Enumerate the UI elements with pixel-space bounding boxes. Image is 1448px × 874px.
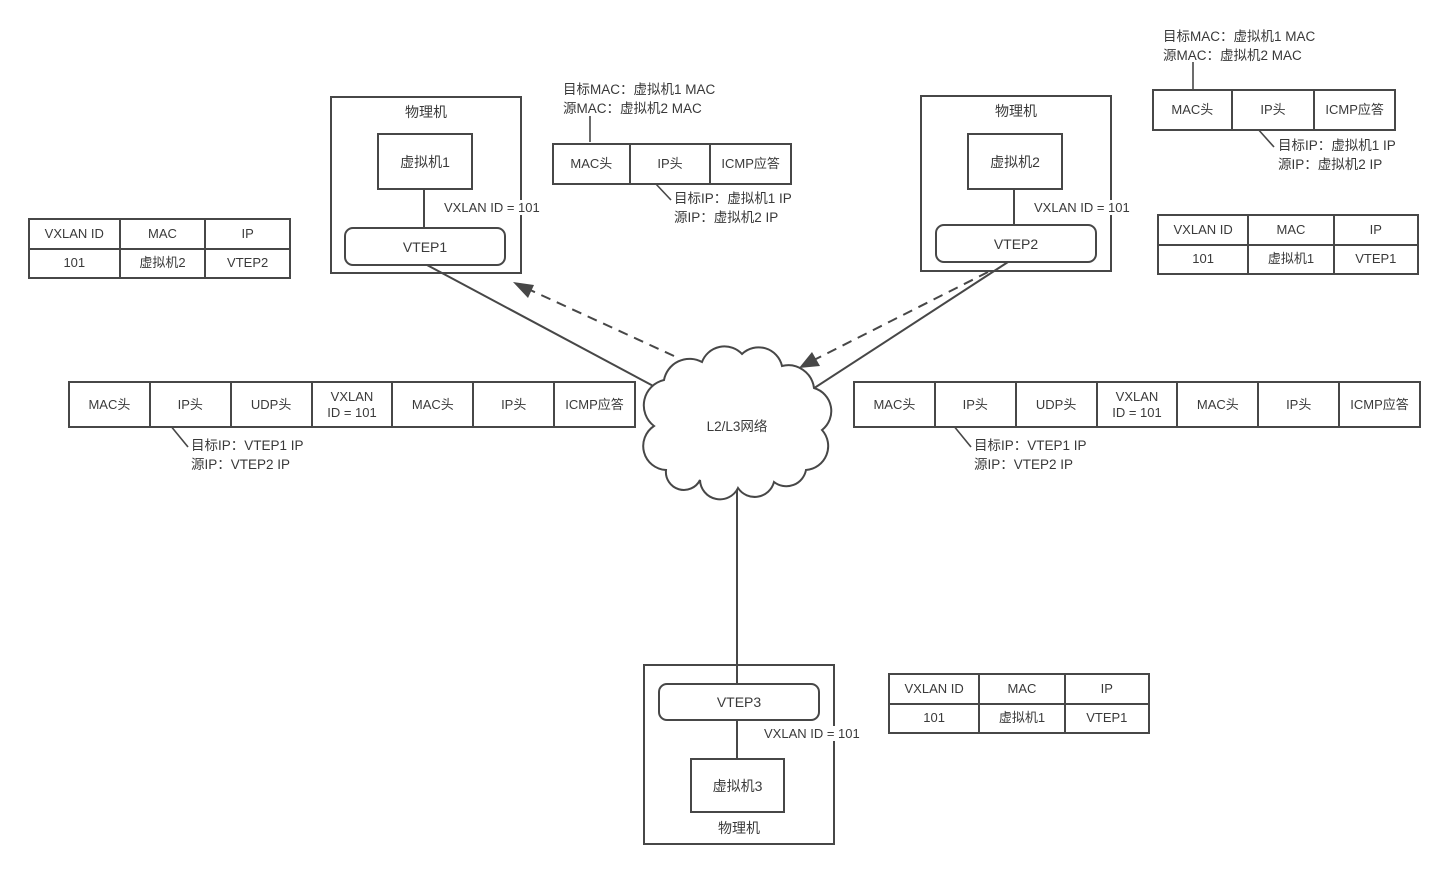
outer-right-note: 目标IP：VTEP1 IP 源IP：VTEP2 IP: [974, 436, 1087, 474]
cloud-shape: [642, 345, 833, 501]
inner-right-note-top: 目标MAC：虚拟机1 MAC 源MAC：虚拟机2 MAC: [1163, 27, 1315, 65]
inner-right-note-bottom-line1: 目标IP：虚拟机1 IP: [1278, 138, 1396, 153]
outer-packet-left: MAC头 IP头 UDP头 VXLAN ID = 101 MAC头 IP头 IC…: [68, 381, 636, 428]
map-bottom-h1: MAC: [980, 675, 1064, 703]
vtep1-cloud-link: [426, 264, 673, 397]
outer-left-cell-mac2: MAC头: [393, 383, 473, 426]
physical-machine-bottom: 物理机: [643, 664, 835, 845]
outer-left-note: 目标IP：VTEP1 IP 源IP：VTEP2 IP: [191, 436, 304, 474]
inner-left-note-top-line2: 源MAC：虚拟机2 MAC: [563, 101, 702, 116]
inner-left-cell-icmp: ICMP应答: [711, 145, 790, 183]
map-left-h0: VXLAN ID: [30, 220, 119, 248]
map-bottom-v2: VTEP1: [1065, 704, 1148, 732]
vxlan-id-label-bottom: VXLAN ID = 101: [761, 726, 863, 741]
vm2-box: 虚拟机2: [967, 133, 1063, 190]
mapping-table-right: VXLAN ID MAC IP 101 虚拟机1 VTEP1: [1157, 214, 1419, 275]
outer-right-note-line1: 目标IP：VTEP1 IP: [974, 438, 1087, 453]
leader-inner-left-bottom: [654, 182, 672, 201]
inner-right-note-top-line2: 源MAC：虚拟机2 MAC: [1163, 48, 1302, 63]
inner-left-note-bottom-line2: 源IP：虚拟机2 IP: [674, 210, 779, 225]
map-bottom-h2: IP: [1065, 675, 1148, 703]
outer-right-cell-mac2: MAC头: [1178, 383, 1258, 426]
inner-left-note-top-line1: 目标MAC：虚拟机1 MAC: [563, 82, 716, 97]
outer-right-cell-udp: UDP头: [1016, 383, 1096, 426]
vtep3-box: VTEP3: [658, 683, 820, 721]
leader-inner-right-bottom: [1256, 127, 1275, 148]
vxlan-id-label-right: VXLAN ID = 101: [1031, 200, 1133, 215]
machine-right-title: 物理机: [995, 103, 1037, 119]
machine-left-title: 物理机: [405, 104, 447, 120]
vm1-box: 虚拟机1: [377, 133, 473, 190]
map-right-v2: VTEP1: [1334, 245, 1417, 273]
inner-right-note-top-line1: 目标MAC：虚拟机1 MAC: [1163, 29, 1316, 44]
outer-right-cell-icmp: ICMP应答: [1340, 383, 1419, 426]
mapping-table-left: VXLAN ID MAC IP 101 虚拟机2 VTEP2: [28, 218, 291, 279]
map-right-h1: MAC: [1249, 216, 1333, 244]
outer-right-cell-ip2: IP头: [1259, 383, 1339, 426]
inner-left-cell-ip: IP头: [630, 145, 710, 183]
reply-arrow-to-cloud: [811, 271, 989, 362]
map-left-v0: 101: [30, 249, 119, 277]
physical-machine-left: 物理机: [330, 96, 522, 274]
inner-left-cell-mac: MAC头: [554, 145, 629, 183]
map-left-h2: IP: [206, 220, 289, 248]
map-left-v1: 虚拟机2: [120, 249, 205, 277]
map-right-h0: VXLAN ID: [1159, 216, 1248, 244]
outer-left-note-line1: 目标IP：VTEP1 IP: [191, 438, 304, 453]
map-left-h1: MAC: [120, 220, 205, 248]
map-right-v0: 101: [1159, 245, 1248, 273]
inner-right-note-bottom: 目标IP：虚拟机1 IP 源IP：虚拟机2 IP: [1278, 136, 1396, 174]
inner-right-note-bottom-line2: 源IP：虚拟机2 IP: [1278, 157, 1383, 172]
outer-left-cell-mac1: MAC头: [70, 383, 149, 426]
map-bottom-v0: 101: [890, 704, 979, 732]
inner-left-note-top: 目标MAC：虚拟机1 MAC 源MAC：虚拟机2 MAC: [563, 80, 715, 118]
leader-outer-left: [169, 424, 189, 448]
map-bottom-v1: 虚拟机1: [980, 704, 1064, 732]
outer-left-cell-vxlan: VXLAN ID = 101: [312, 383, 392, 426]
mapping-table-bottom: VXLAN ID MAC IP 101 虚拟机1 VTEP1: [888, 673, 1150, 734]
reply-arrow-to-vtep1: [527, 288, 675, 357]
outer-packet-right: MAC头 IP头 UDP头 VXLAN ID = 101 MAC头 IP头 IC…: [853, 381, 1421, 428]
inner-packet-left: MAC头 IP头 ICMP应答: [552, 143, 792, 185]
inner-left-note-bottom-line1: 目标IP：虚拟机1 IP: [674, 191, 792, 206]
map-bottom-h0: VXLAN ID: [890, 675, 979, 703]
inner-right-cell-mac: MAC头: [1154, 91, 1231, 129]
vtep1-box: VTEP1: [344, 227, 506, 266]
inner-right-cell-ip: IP头: [1232, 91, 1314, 129]
map-right-v1: 虚拟机1: [1249, 245, 1333, 273]
cloud-label: L2/L3网络: [706, 419, 768, 434]
inner-right-cell-icmp: ICMP应答: [1315, 91, 1394, 129]
vtep2-cloud-link: [801, 261, 1009, 397]
outer-left-cell-udp: UDP头: [231, 383, 311, 426]
arrowhead-cloud: [799, 352, 820, 368]
outer-right-cell-vxlan: VXLAN ID = 101: [1097, 383, 1177, 426]
vm3-box: 虚拟机3: [690, 758, 785, 813]
physical-machine-right: 物理机: [920, 95, 1112, 272]
inner-left-note-bottom: 目标IP：虚拟机1 IP 源IP：虚拟机2 IP: [674, 189, 792, 227]
outer-left-note-line2: 源IP：VTEP2 IP: [191, 457, 291, 472]
arrowhead-vtep1: [513, 282, 534, 298]
leader-outer-right: [952, 424, 972, 448]
map-right-h2: IP: [1334, 216, 1417, 244]
outer-left-cell-ip1: IP头: [150, 383, 230, 426]
outer-left-cell-icmp: ICMP应答: [555, 383, 634, 426]
inner-packet-right: MAC头 IP头 ICMP应答: [1152, 89, 1396, 131]
outer-right-cell-ip1: IP头: [935, 383, 1015, 426]
vtep2-box: VTEP2: [935, 224, 1097, 263]
map-left-v2: VTEP2: [206, 249, 289, 277]
outer-right-note-line2: 源IP：VTEP2 IP: [974, 457, 1074, 472]
outer-left-cell-ip2: IP头: [474, 383, 554, 426]
outer-right-cell-mac1: MAC头: [855, 383, 934, 426]
machine-bottom-title: 物理机: [718, 820, 760, 836]
vxlan-id-label-left: VXLAN ID = 101: [441, 200, 543, 215]
